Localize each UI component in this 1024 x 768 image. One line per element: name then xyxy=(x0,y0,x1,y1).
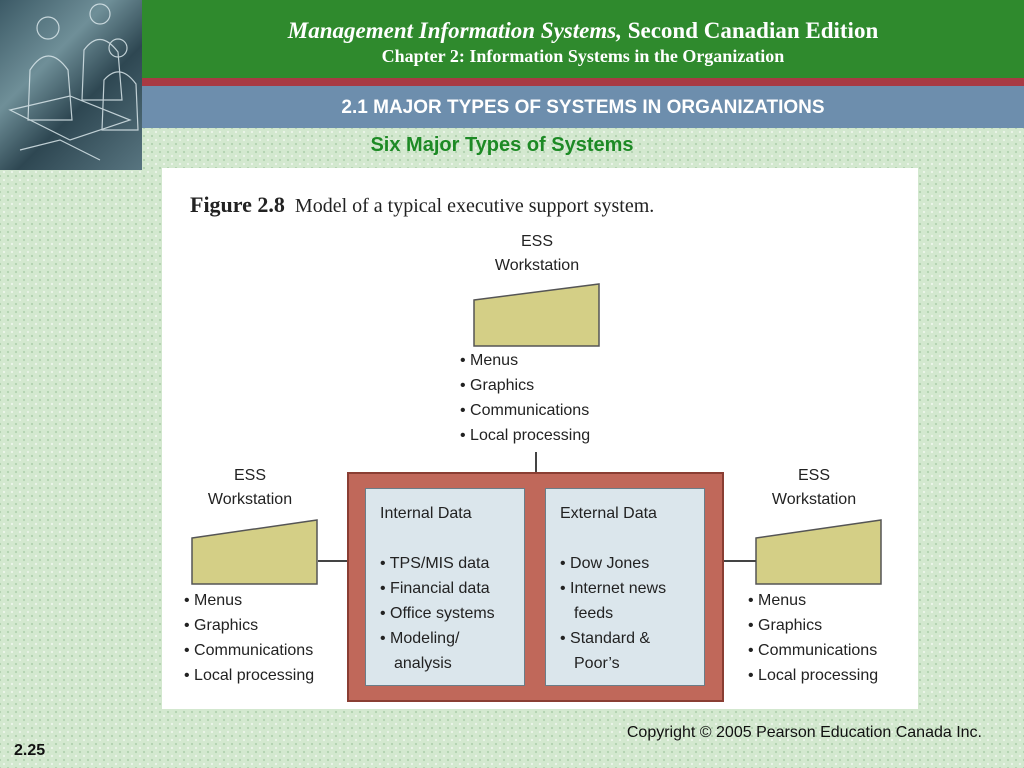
internal-data-item: Financial data xyxy=(380,576,510,601)
internal-data-item: Modeling/ analysis xyxy=(380,626,510,676)
internal-data-title: Internal Data xyxy=(380,505,472,522)
workstation-top-label: ESS Workstation xyxy=(467,230,607,278)
feature-item: Menus xyxy=(460,348,590,373)
chapter-title: Chapter 2: Information Systems in the Or… xyxy=(381,46,785,66)
figure-number: Figure 2.8 xyxy=(190,192,285,217)
feature-item: Graphics xyxy=(184,613,314,638)
feature-item: Menus xyxy=(184,588,314,613)
internal-data-item: TPS/MIS data xyxy=(380,551,510,576)
header-divider xyxy=(142,78,1024,86)
figure-caption: Figure 2.8 Model of a typical executive … xyxy=(190,192,654,218)
header-photo xyxy=(0,0,142,170)
workstation-right-icon xyxy=(755,519,882,585)
internal-data-item: Office systems xyxy=(380,601,510,626)
feature-item: Communications xyxy=(460,398,590,423)
workstation-right-label-line2: Workstation xyxy=(771,491,857,508)
feature-item: Graphics xyxy=(460,373,590,398)
workstation-top-features: Menus Graphics Communications Local proc… xyxy=(460,348,590,448)
book-title: Management Information Systems, Second C… xyxy=(142,17,1024,45)
workstation-left-label: ESS Workstation xyxy=(180,464,320,512)
external-data-item: Internet news feeds xyxy=(560,576,690,626)
workstation-right-features: Menus Graphics Communications Local proc… xyxy=(748,588,878,688)
connector-top xyxy=(535,452,537,474)
book-edition: Second Canadian Edition xyxy=(627,18,879,43)
book-title-italic: Management Information Systems, xyxy=(287,18,622,43)
external-data-title: External Data xyxy=(560,505,657,522)
workstation-right-label: ESS Workstation xyxy=(744,464,884,512)
slide-number: 2.25 xyxy=(14,742,46,759)
slide-subtitle: Six Major Types of Systems xyxy=(370,134,634,156)
workstation-left-label-line2: Workstation xyxy=(207,491,293,508)
slide-header: Management Information Systems, Second C… xyxy=(142,0,1024,78)
feature-item: Graphics xyxy=(748,613,878,638)
workstation-top-icon xyxy=(473,283,600,347)
section-title: 2.1 MAJOR TYPES OF SYSTEMS IN ORGANIZATI… xyxy=(142,86,1024,128)
feature-item: Local processing xyxy=(460,423,590,448)
data-repository: Internal Data TPS/MIS data Financial dat… xyxy=(347,472,724,702)
feature-item: Local processing xyxy=(184,663,314,688)
connector-left xyxy=(318,560,348,562)
workstation-left-label-line1: ESS xyxy=(233,467,266,484)
figure-caption-text: Model of a typical executive support sys… xyxy=(294,195,655,217)
feature-item: Communications xyxy=(184,638,314,663)
external-data-item: Dow Jones xyxy=(560,551,690,576)
internal-data-box: Internal Data TPS/MIS data Financial dat… xyxy=(365,488,525,686)
external-data-list: Dow Jones Internet news feeds Standard &… xyxy=(560,551,690,676)
workstation-left-icon xyxy=(191,519,318,585)
connector-right xyxy=(724,560,756,562)
feature-item: Menus xyxy=(748,588,878,613)
workstation-left-features: Menus Graphics Communications Local proc… xyxy=(184,588,314,688)
workstation-right-label-line1: ESS xyxy=(797,467,830,484)
external-data-box: External Data Dow Jones Internet news fe… xyxy=(545,488,705,686)
feature-item: Communications xyxy=(748,638,878,663)
workstation-top-label-line1: ESS xyxy=(520,233,553,250)
figure-panel: Figure 2.8 Model of a typical executive … xyxy=(162,168,918,709)
copyright-notice: Copyright © 2005 Pearson Education Canad… xyxy=(626,724,982,741)
external-data-item: Standard & Poor’s xyxy=(560,626,690,676)
internal-data-list: TPS/MIS data Financial data Office syste… xyxy=(380,551,510,676)
feature-item: Local processing xyxy=(748,663,878,688)
workstation-top-label-line2: Workstation xyxy=(494,257,580,274)
